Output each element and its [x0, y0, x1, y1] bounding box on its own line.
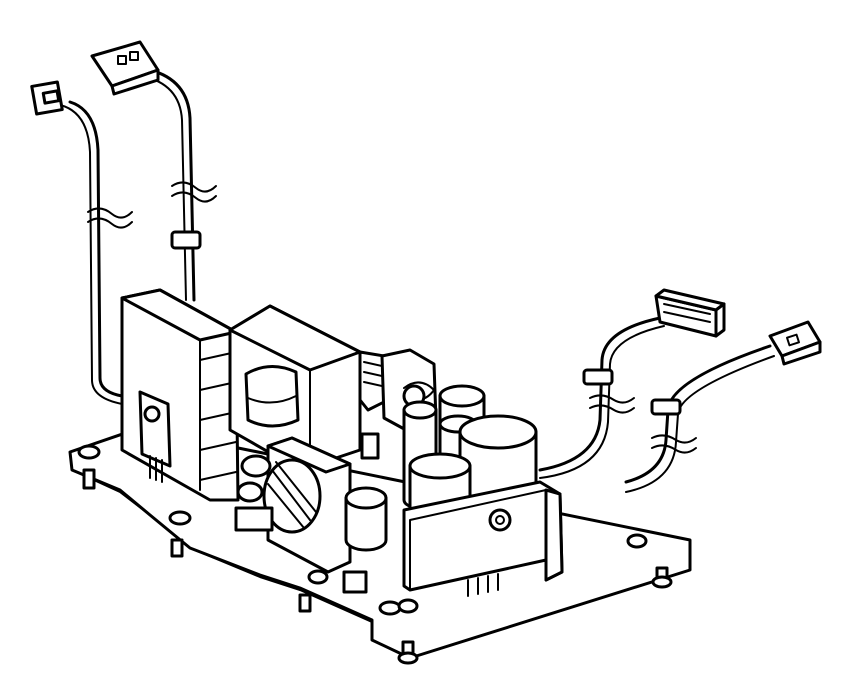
top-connector	[90, 40, 160, 96]
screw	[626, 533, 648, 549]
left-cable	[30, 80, 133, 405]
standoff	[170, 538, 184, 558]
screw	[307, 569, 329, 585]
right-lower-connector	[768, 320, 822, 366]
main-transformer	[228, 304, 362, 472]
right-lower-cable	[624, 320, 822, 493]
standoff	[397, 640, 419, 665]
secondary-transformer	[234, 436, 352, 574]
capacitor	[344, 486, 388, 552]
cable-tie	[582, 368, 614, 386]
standoff	[651, 566, 673, 589]
right-upper-cable	[538, 288, 726, 479]
cable-tie	[170, 230, 202, 250]
top-cable	[90, 40, 217, 302]
power-transistor	[138, 390, 172, 483]
screw	[168, 510, 192, 526]
mounting-bracket	[402, 480, 564, 597]
standoff	[298, 593, 312, 613]
screw	[378, 598, 419, 616]
standoff	[77, 444, 101, 490]
cable-tie	[650, 398, 682, 416]
heat-sink	[120, 288, 240, 502]
small-components	[236, 350, 390, 594]
right-upper-connector	[654, 288, 726, 338]
mounting-standoffs	[77, 444, 673, 665]
left-connector	[30, 80, 64, 116]
